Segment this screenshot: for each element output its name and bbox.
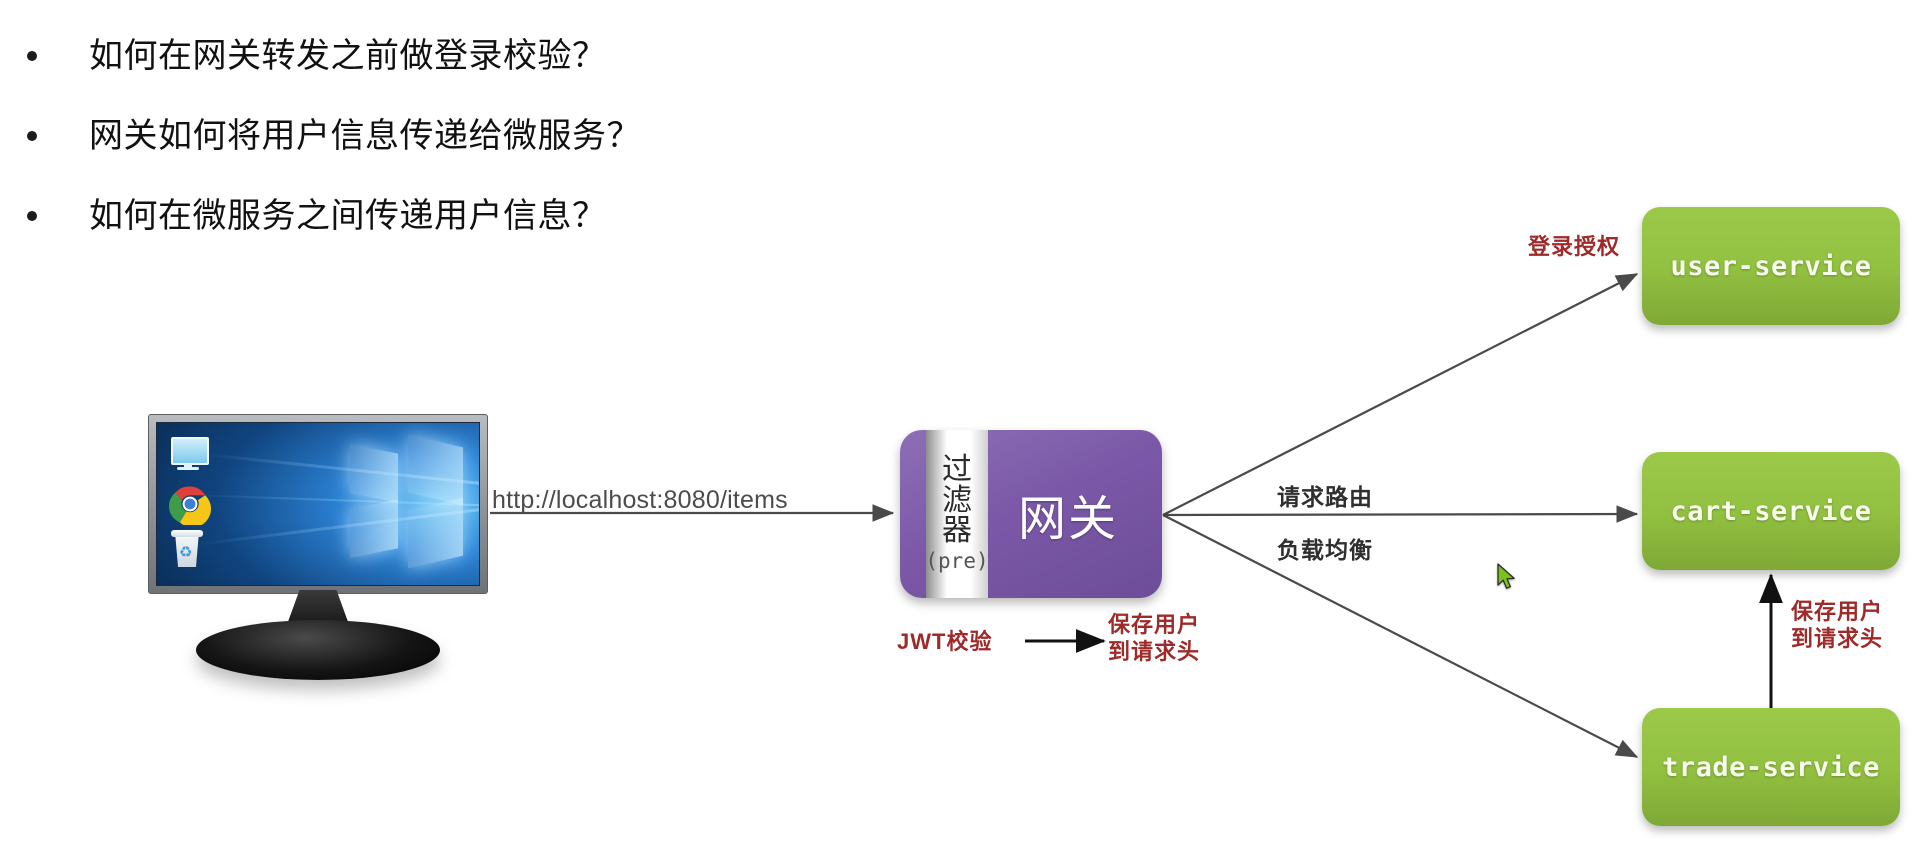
- service-node-user[interactable]: user-service: [1642, 207, 1900, 325]
- list-item: 网关如何将用户信息传递给微服务？: [0, 117, 900, 198]
- gateway-pre-filter: 过 滤 器 (pre): [925, 430, 989, 598]
- save-user-header-gateway-line1: 保存用户: [1108, 612, 1201, 637]
- filter-char: 滤: [942, 483, 972, 517]
- bullet-dot-icon: [27, 131, 37, 141]
- load-balance-label: 负载均衡: [1277, 537, 1373, 563]
- filter-char: 过: [942, 453, 972, 487]
- arrow-gateway-to-user-service: [1162, 273, 1639, 516]
- monitor-stand-base: [196, 620, 440, 680]
- this-pc-icon: [171, 437, 209, 471]
- route-label: 请求路由: [1277, 484, 1373, 510]
- bullet-dot-icon: [27, 211, 37, 221]
- login-auth-label: 登录授权: [1528, 234, 1621, 259]
- list-item: 如何在网关转发之前做登录校验？: [0, 37, 900, 118]
- list-item: 如何在微服务之间传递用户信息？: [0, 197, 900, 278]
- bullet-text: 如何在网关转发之前做登录校验？: [89, 37, 607, 75]
- mouse-pointer-icon: [1497, 563, 1515, 589]
- service-label: user-service: [1670, 250, 1872, 282]
- gateway-title-wrap: 网关: [1004, 430, 1162, 598]
- save-user-header-internal-label: 保存用户 到请求头: [1791, 599, 1883, 653]
- save-user-header-internal-line1: 保存用户: [1791, 599, 1884, 624]
- save-user-header-gateway-line2: 到请求头: [1108, 638, 1201, 664]
- save-user-header-gateway-label: 保存用户 到请求头: [1108, 612, 1200, 666]
- arrow-gateway-to-cart-service: [1162, 505, 1639, 523]
- service-label: cart-service: [1670, 495, 1872, 527]
- filter-char: 器: [942, 514, 972, 548]
- service-label: trade-service: [1662, 751, 1880, 783]
- gateway-node[interactable]: 过 滤 器 (pre) 网关: [900, 430, 1162, 598]
- bullet-list: 如何在网关转发之前做登录校验？ 网关如何将用户信息传递给微服务？ 如何在微服务之…: [0, 37, 900, 278]
- arrow-gateway-to-trade-service: [1162, 514, 1639, 758]
- service-node-cart[interactable]: cart-service: [1642, 452, 1900, 570]
- request-url-label: http://localhost:8080/items: [492, 486, 788, 514]
- service-node-trade[interactable]: trade-service: [1642, 708, 1900, 826]
- save-user-header-internal-line2: 到请求头: [1791, 625, 1884, 651]
- bullet-text: 网关如何将用户信息传递给微服务？: [89, 117, 641, 155]
- recycle-bin-icon: ♻: [171, 530, 205, 571]
- bullet-text: 如何在微服务之间传递用户信息？: [89, 197, 607, 235]
- filter-phase-label: (pre): [925, 548, 989, 573]
- chrome-icon: [168, 483, 212, 528]
- monitor-screen: ♻: [156, 422, 480, 586]
- jwt-verify-label: JWT校验: [897, 629, 993, 654]
- gateway-title: 网关: [1018, 493, 1119, 546]
- client-monitor: ♻: [148, 414, 488, 680]
- bullet-dot-icon: [27, 51, 37, 61]
